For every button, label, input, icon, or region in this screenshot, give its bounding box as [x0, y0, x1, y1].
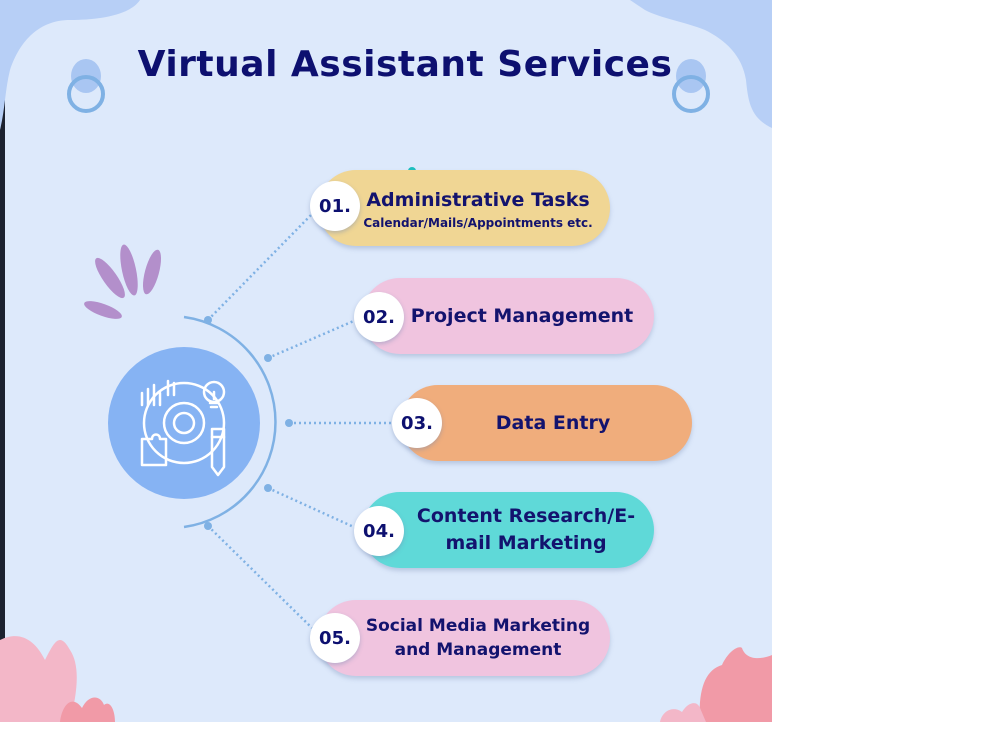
connector-lines	[183, 213, 394, 629]
service-name-line2: mail Marketing	[445, 532, 607, 554]
service-number-badge: 04.	[354, 506, 404, 556]
service-detail: Calendar/Mails/Appointments etc.	[363, 215, 593, 230]
service-pill-administrative-tasks: Administrative Tasks Calendar/Mails/Appo…	[318, 170, 610, 246]
analytics-gear-icon	[140, 379, 226, 477]
service-pill-content-research: Content Research/E- mail Marketing	[362, 492, 654, 568]
service-pill-project-management: Project Management	[362, 278, 654, 354]
pink-plant-icon	[660, 647, 772, 722]
service-name-line1: Social Media Marketing	[365, 616, 591, 636]
service-name: Project Management	[410, 304, 634, 327]
ring-ornament-icon	[67, 59, 105, 113]
infographic-canvas: Virtual Assistant Services Administrativ…	[0, 0, 772, 722]
pink-plant-icon	[0, 636, 115, 722]
leaf-decoration-icon	[84, 244, 162, 319]
service-number-badge: 03.	[392, 398, 442, 448]
background-decorations	[0, 0, 772, 722]
service-name-line1: Content Research/E-	[416, 505, 636, 527]
service-pill-data-entry: Data Entry	[400, 385, 692, 461]
service-number-badge: 05.	[310, 613, 360, 663]
page-title: Virtual Assistant Services	[137, 44, 673, 85]
service-name: Data Entry	[495, 411, 611, 434]
service-pill-social-media: Social Media Marketing and Management	[318, 600, 610, 676]
window-edge	[0, 0, 5, 722]
service-number-badge: 01.	[310, 181, 360, 231]
service-name: Administrative Tasks	[366, 188, 590, 211]
service-number-badge: 02.	[354, 292, 404, 342]
hub-circle	[108, 347, 260, 499]
top-right-blob	[630, 0, 772, 128]
ring-ornament-icon	[672, 59, 710, 113]
top-left-blob	[0, 0, 140, 130]
service-name-line2: and Management	[394, 640, 562, 660]
